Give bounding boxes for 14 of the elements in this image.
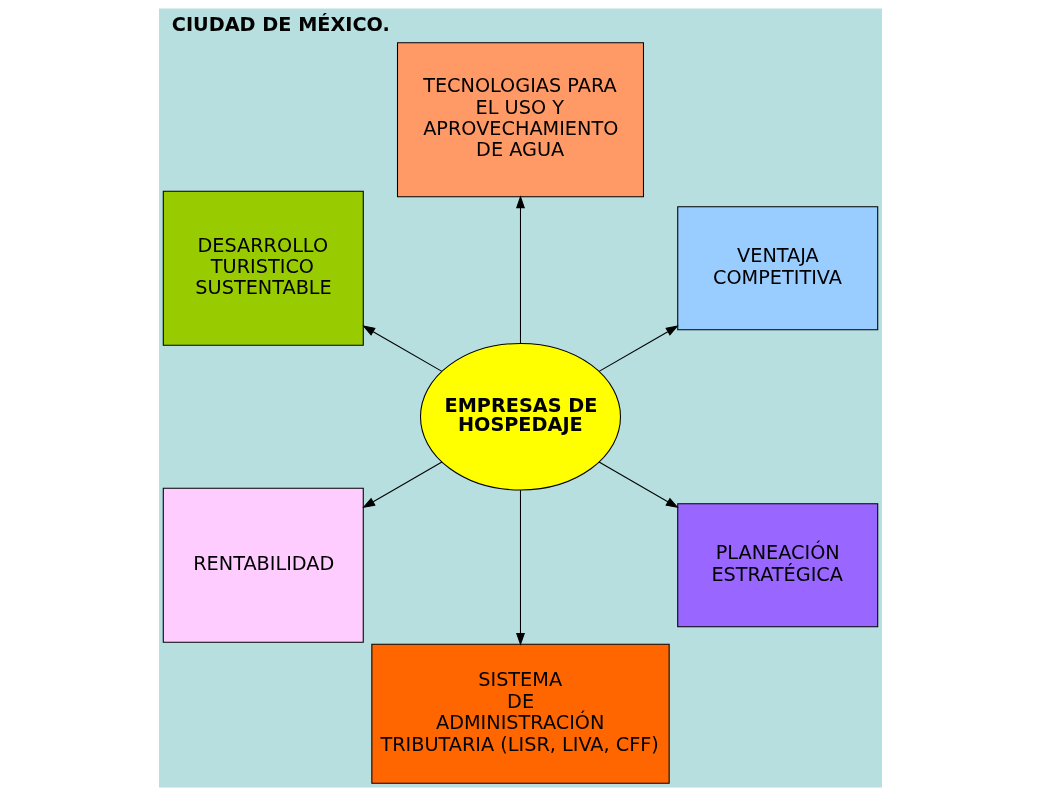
node-box: VENTAJA COMPETITIVA [677, 206, 879, 331]
node-box: PLANEACIÓN ESTRATÉGICA [677, 503, 879, 628]
node-box: DESARROLLO TURISTICO SUSTENTABLE [162, 190, 364, 346]
arrow [516, 489, 525, 646]
arrow [362, 461, 443, 509]
arrow [516, 195, 525, 344]
node-box: TECNOLOGIAS PARA EL USO Y APROVECHAMIENTO DE AGUA [396, 42, 644, 198]
diagram-title: CIUDAD DE MÉXICO. [171, 13, 390, 37]
node-box: SISTEMA DE ADMINISTRACIÓN TRIBUTARIA (LISR, LIVA, CFF) [371, 643, 670, 784]
arrow [598, 461, 679, 509]
node-ellipse: EMPRESAS DE HOSPEDAJE [419, 342, 622, 491]
arrow [598, 325, 679, 372]
node-box: RENTABILIDAD [162, 487, 364, 643]
arrow [362, 325, 443, 372]
